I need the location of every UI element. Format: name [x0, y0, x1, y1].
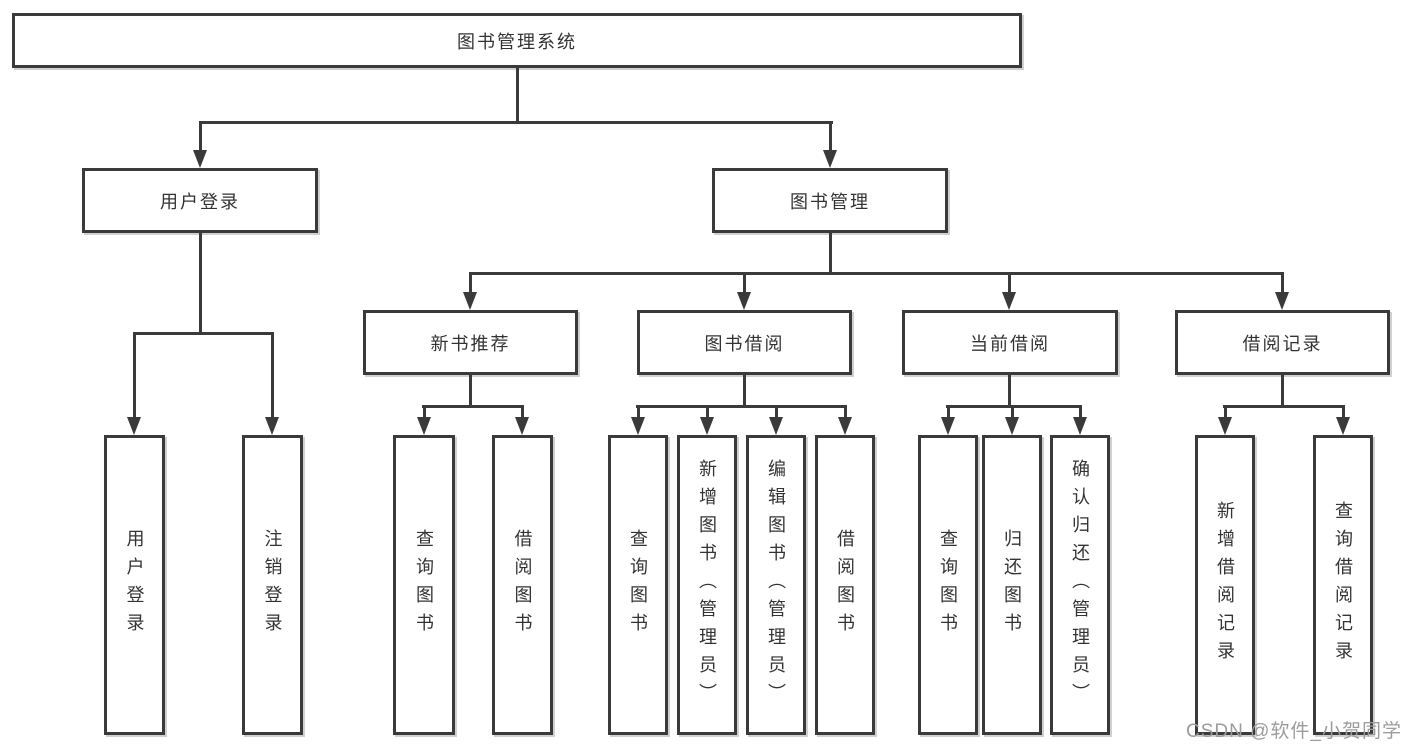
- connector-level3-branch: [469, 272, 1284, 275]
- node-root-label: 图书管理系统: [457, 31, 577, 52]
- connector-book-mgmt-trunk: [829, 233, 832, 275]
- node-query-book-borrow: 查询图书: [608, 435, 668, 735]
- arrowhead-book-borrow: [737, 292, 751, 310]
- node-borrow-book-action-label: 借阅图书: [835, 529, 855, 641]
- node-new-book-recommend-label: 新书推荐: [430, 333, 511, 354]
- arrowhead-query-book-2: [631, 417, 645, 435]
- node-borrow-record-label: 借阅记录: [1242, 333, 1323, 354]
- node-query-book-current: 查询图书: [918, 435, 978, 735]
- arrowhead-new-book: [463, 292, 477, 310]
- connector-drop-book-borrow: [743, 272, 746, 294]
- node-user-login-action-label: 用户登录: [124, 529, 145, 641]
- node-query-borrow-record: 查询借阅记录: [1313, 435, 1373, 735]
- connector-drop-borrow-book-2: [844, 405, 847, 419]
- connector-drop-add-record: [1224, 405, 1227, 419]
- arrowhead-user-login: [193, 150, 207, 168]
- connector-user-login-trunk: [199, 233, 202, 335]
- connector-drop-current-borrow: [1008, 272, 1011, 294]
- node-edit-book-admin-label: 编辑图书（管理员）: [766, 459, 786, 711]
- connector-drop-book-mgmt: [829, 121, 832, 152]
- connector-bookborrow-branch: [636, 405, 847, 408]
- connector-root-trunk: [516, 68, 519, 124]
- connector-newbook-branch: [422, 405, 524, 408]
- arrowhead-borrow-book-2: [838, 417, 852, 435]
- node-root: 图书管理系统: [12, 13, 1022, 68]
- arrowhead-login-action: [127, 417, 141, 435]
- node-add-borrow-record-label: 新增借阅记录: [1215, 501, 1235, 669]
- connector-level2-branch: [199, 121, 833, 124]
- connector-currentborrow-trunk: [1008, 375, 1011, 408]
- connector-drop-query-book-3: [947, 405, 950, 419]
- connector-borrowrecord-trunk: [1281, 375, 1284, 408]
- connector-drop-return-book: [1011, 405, 1014, 419]
- arrowhead-book-mgmt: [823, 150, 837, 168]
- node-edit-book-admin: 编辑图书（管理员）: [746, 435, 806, 735]
- node-query-book-recommend-label: 查询图书: [414, 529, 434, 641]
- connector-drop-user-login: [199, 121, 202, 152]
- connector-drop-borrow-record: [1281, 272, 1284, 294]
- arrowhead-return-book: [1005, 417, 1019, 435]
- connector-drop-new-book: [469, 272, 472, 294]
- connector-drop-query-book-2: [637, 405, 640, 419]
- arrowhead-add-book: [700, 417, 714, 435]
- connector-bookborrow-trunk: [743, 375, 746, 408]
- node-user-login-action: 用户登录: [104, 435, 165, 735]
- arrowhead-query-record: [1336, 417, 1350, 435]
- csdn-watermark: CSDN @软件_小贺同学: [1186, 721, 1402, 742]
- node-confirm-return-admin-label: 确认归还（管理员）: [1070, 459, 1090, 711]
- node-book-borrow-label: 图书借阅: [704, 333, 785, 354]
- node-return-book-label: 归还图书: [1002, 529, 1022, 641]
- connector-newbook-trunk: [469, 375, 472, 408]
- node-borrow-book-recommend: 借阅图书: [492, 435, 553, 735]
- node-book-management: 图书管理: [712, 168, 948, 233]
- node-add-book-admin-label: 新增图书（管理员）: [697, 459, 717, 711]
- node-query-borrow-record-label: 查询借阅记录: [1333, 501, 1353, 669]
- arrowhead-add-record: [1218, 417, 1232, 435]
- node-borrow-book-recommend-label: 借阅图书: [512, 529, 533, 641]
- arrowhead-query-book-1: [417, 417, 431, 435]
- node-current-borrow: 当前借阅: [902, 310, 1118, 375]
- node-user-login-label: 用户登录: [160, 191, 240, 212]
- arrowhead-current-borrow: [1002, 292, 1016, 310]
- connector-drop-login-action: [133, 332, 136, 418]
- connector-drop-confirm-return: [1079, 405, 1082, 419]
- node-user-login: 用户登录: [82, 168, 318, 233]
- node-new-book-recommend: 新书推荐: [363, 310, 578, 375]
- arrowhead-query-book-3: [941, 417, 955, 435]
- connector-currentborrow-branch: [946, 405, 1082, 408]
- node-borrow-record: 借阅记录: [1175, 310, 1390, 375]
- node-borrow-book-action: 借阅图书: [815, 435, 875, 735]
- connector-drop-logout-action: [271, 332, 274, 418]
- node-query-book-borrow-label: 查询图书: [628, 529, 648, 641]
- connector-drop-borrow-book-1: [521, 405, 524, 419]
- connector-drop-query-book-1: [423, 405, 426, 419]
- connector-drop-query-record: [1342, 405, 1345, 419]
- arrowhead-borrow-book-1: [515, 417, 529, 435]
- node-book-borrow: 图书借阅: [637, 310, 852, 375]
- node-return-book: 归还图书: [982, 435, 1042, 735]
- node-current-borrow-label: 当前借阅: [970, 333, 1050, 354]
- arrowhead-edit-book: [769, 417, 783, 435]
- node-logout-action: 注销登录: [242, 435, 303, 735]
- connector-drop-edit-book: [775, 405, 778, 419]
- node-add-book-admin: 新增图书（管理员）: [677, 435, 737, 735]
- arrowhead-logout-action: [265, 417, 279, 435]
- connector-drop-add-book: [706, 405, 709, 419]
- node-query-book-recommend: 查询图书: [393, 435, 455, 735]
- arrowhead-borrow-record: [1275, 292, 1289, 310]
- node-query-book-current-label: 查询图书: [938, 529, 958, 641]
- node-confirm-return-admin: 确认归还（管理员）: [1050, 435, 1110, 735]
- connector-borrowrecord-branch: [1223, 405, 1345, 408]
- node-add-borrow-record: 新增借阅记录: [1195, 435, 1255, 735]
- arrowhead-confirm-return: [1073, 417, 1087, 435]
- node-book-management-label: 图书管理: [790, 191, 870, 212]
- connector-user-login-branch: [133, 332, 274, 335]
- node-logout-action-label: 注销登录: [262, 529, 283, 641]
